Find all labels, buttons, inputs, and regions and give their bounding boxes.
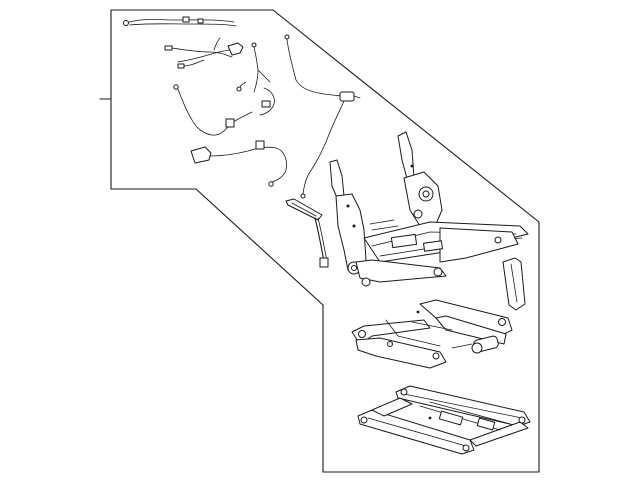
- wiring-harness-upper: [123, 16, 237, 27]
- wiring-harness-sensor: [173, 84, 287, 187]
- recliner-cable: [314, 217, 329, 268]
- wiring-harness-long: [236, 34, 361, 199]
- seat-track-assembly: [357, 385, 531, 455]
- trim-bracket: [285, 198, 323, 221]
- wiring-harness-connector: [164, 37, 244, 69]
- height-adjuster-assembly: [351, 299, 513, 369]
- seat-frame-recliner-assembly: [329, 131, 529, 287]
- group-boundary: [110, 9, 540, 473]
- lumbar-support-strip: [502, 257, 526, 311]
